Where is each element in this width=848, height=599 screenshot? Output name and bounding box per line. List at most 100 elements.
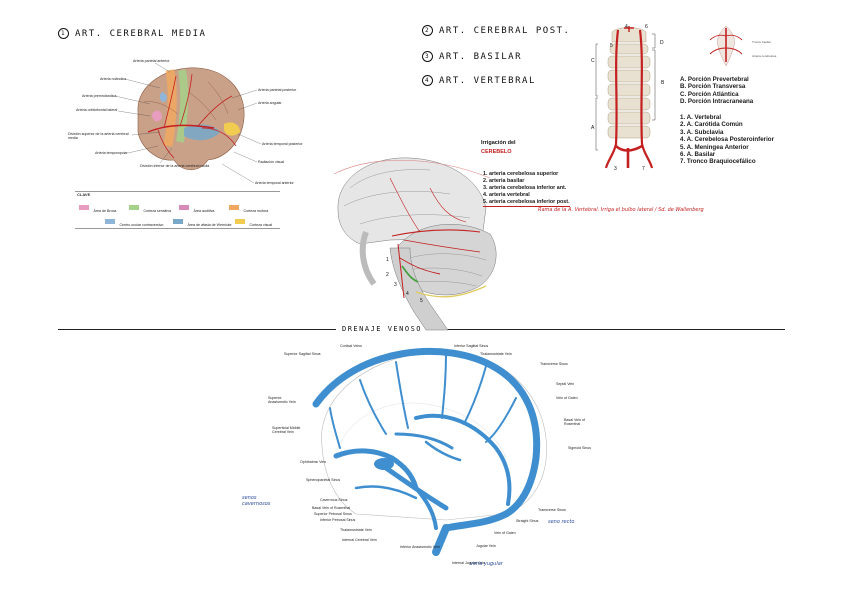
mca-key-label: Corteza motora: [243, 209, 269, 213]
section-divider-left: [58, 329, 336, 330]
vertebral-number: 3: [614, 166, 617, 172]
mca-key-item: Centro ocular contraversivo: [105, 213, 163, 231]
venous-label: Straight Sinus: [516, 519, 539, 523]
mca-label: División superior de la arteria cerebral…: [68, 132, 129, 141]
venous-note-right: seno recto: [548, 519, 575, 525]
mca-label: Arteria angular: [258, 101, 282, 105]
vertebral-branch: 6. A. Basilar: [680, 151, 716, 159]
venous-label: Superior Sagittal Sinus: [284, 352, 321, 356]
mca-key: CLAVE Área de Broca Corteza sensitiva Ár…: [75, 191, 280, 229]
venous-label: Internal Jugular Vein: [452, 561, 485, 565]
mca-label: Arteria premrolándica: [82, 94, 117, 98]
venous-label: Inferior Petrosal Sinus: [320, 518, 356, 522]
cerebellum-marker: 3: [394, 282, 397, 288]
vertebral-letter: D: [660, 40, 664, 46]
mca-label: Radiación visual: [258, 160, 285, 164]
venous-label: Ophthalmic Vein: [300, 460, 327, 464]
vertebral-illustration: [604, 26, 654, 169]
venous-label: Vein of Galen: [494, 531, 516, 535]
vertebral-letter: B: [661, 80, 665, 86]
mca-key-item: Corteza sensitiva: [129, 199, 171, 217]
basilar-label: Arteria cerebelosa: [752, 54, 777, 58]
cerebellum-marker: 5: [420, 298, 423, 304]
vertebral-branch: 4. A. Cerebelosa Posteroinferior: [680, 136, 774, 144]
mca-key-label: Área de Broca: [93, 209, 117, 213]
venous-label: Basal Vein of Rosenthal: [312, 506, 351, 510]
vertebral-letter: C: [591, 58, 595, 64]
mca-key-label: Área de afasia de Wernicke: [187, 223, 232, 227]
mca-key-swatch: [173, 219, 183, 225]
vertebral-branch: 2. A. Carótida Común: [680, 121, 743, 129]
heading-vertebral-text: ART. VERTEBRAL: [439, 76, 536, 86]
mca-label: Arteria temporal posterior: [262, 142, 303, 146]
cerebellum-item: 2. arteria basilar: [483, 178, 525, 184]
cerebellum-item: 5. arteria cerebelosa inferior post.: [483, 199, 570, 207]
cerebellum-title-1: Irrigación del: [481, 140, 516, 146]
vertebral-branch: 7. Tronco Braquiocefálico: [680, 158, 756, 166]
venous-label: Septal Vein: [556, 382, 575, 386]
heading-pca-text: ART. CEREBRAL POST.: [439, 26, 571, 36]
vertebral-branch: 1. A. Vertebral: [680, 114, 722, 121]
heading-vertebral-number: 4: [422, 75, 433, 86]
vertebral-portion: B. Porción Transversa: [680, 83, 746, 91]
vertebral-letter: A: [591, 125, 595, 131]
heading-basilar-text: ART. BASILAR: [439, 52, 523, 62]
heading-venous: DRENAJE VENOSO: [342, 325, 423, 333]
venous-label: Basal Vein of Rosenthal: [564, 418, 585, 427]
mca-label: Arteria parietal posterior: [258, 88, 297, 92]
mca-key-label: Corteza sensitiva: [143, 209, 172, 213]
venous-label: Sphenoparietal Sinus: [306, 478, 341, 482]
vertebral-portion: D. Porción Intracraneana: [680, 98, 754, 106]
heading-pca-number: 2: [422, 25, 433, 36]
vertebral-number: 5: [610, 43, 613, 49]
mca-key-swatch: [235, 219, 245, 225]
section-divider-right: [430, 329, 785, 330]
heading-mca-number: 1: [58, 28, 69, 39]
mca-label: Arteria temporal anterior: [255, 181, 294, 185]
mca-label: Arteria temporopolar: [95, 151, 128, 155]
vertebral-number: 4: [625, 24, 628, 30]
venous-label: Sigmoid Sinus: [568, 446, 591, 450]
venous-label: Inferior Anastomotic Vein: [400, 545, 440, 549]
heading-pca: 2 ART. CEREBRAL POST.: [422, 25, 570, 36]
mca-label: División inferior de la arteria cerebral…: [140, 164, 210, 168]
venous-label: Cavernous Sinus: [320, 498, 348, 502]
basilar-illustration: [709, 25, 743, 67]
mca-key-swatch: [179, 205, 189, 211]
mca-key-label: Corteza visual: [249, 223, 273, 227]
venous-label: Transverse Sinus: [538, 508, 566, 512]
vertebral-branches: 1. A. Vertebral 2. A. Carótida Común 3. …: [680, 114, 774, 166]
heading-vertebral: 4 ART. VERTEBRAL: [422, 75, 536, 86]
mca-key-swatch: [229, 205, 239, 211]
cerebellum-marker: 1: [386, 257, 389, 263]
vertebral-number: 7: [642, 166, 645, 172]
mca-label: Arteria parietal anterior: [133, 59, 170, 63]
mca-key-item: Área de Broca: [79, 199, 116, 217]
cerebellum-item: 4. arteria vertebral: [483, 192, 530, 198]
vertebral-branch: 3. A. Subclavia: [680, 128, 724, 136]
venous-label: Superior Anastomotic Vein: [268, 396, 296, 405]
cerebellum-illustration: [333, 157, 497, 331]
venous-label: Thalamostriate Vein: [340, 528, 372, 532]
venous-label: Internal Cerebral Vein: [342, 538, 377, 542]
cerebellum-title-2: CEREBELO: [481, 149, 512, 155]
cerebellum-item: 3. arteria cerebelosa inferior ant.: [483, 185, 567, 191]
venous-label: Inferior Sagittal Sinus: [454, 344, 489, 348]
vertebral-portion: C. Porción Atlántica: [680, 90, 739, 98]
mca-key-label: Área auditiva: [193, 209, 215, 213]
heading-basilar-number: 3: [422, 51, 433, 62]
cerebellum-marker: 4: [406, 291, 409, 297]
vertebral-portions: A. Porción Prevertebral B. Porción Trans…: [680, 76, 753, 106]
venous-label: Jugular Vein: [476, 544, 496, 548]
vertebral-branch: 5. A. Meningea Anterior: [680, 143, 749, 151]
heading-mca-text: ART. CEREBRAL MEDIA: [75, 29, 207, 39]
cerebellum-legend: 1. arteria cerebelosa superior 2. arteri…: [483, 171, 570, 207]
vertebral-number: 6: [645, 24, 648, 30]
mca-key-item: Corteza visual: [235, 213, 272, 231]
mca-label: Arteria rolándica: [100, 77, 127, 81]
basilar-label: Tronco basilar: [752, 40, 771, 44]
mca-key-label: Centro ocular contraversivo: [119, 223, 164, 227]
cerebellum-marker: 2: [386, 272, 389, 278]
